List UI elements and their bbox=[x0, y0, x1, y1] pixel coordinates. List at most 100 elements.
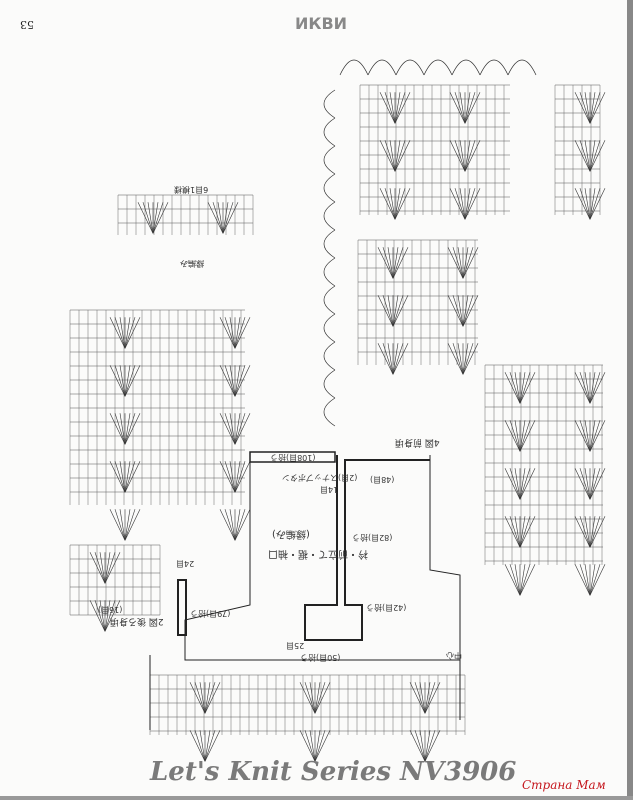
chart-top-right-fan-stitch bbox=[459, 188, 466, 220]
chart-edging-small-fan-stitch bbox=[152, 202, 164, 234]
chart-top-right-edge-fan-stitch bbox=[574, 92, 591, 124]
chart-right-fan-stitch bbox=[574, 372, 591, 404]
chart-top-right-edge-fan-stitch bbox=[584, 140, 591, 172]
chart-bottom-fan-stitch bbox=[194, 730, 206, 762]
chart-mid-right-fan-stitch bbox=[392, 343, 409, 375]
chart-top-right-edge-fan-stitch bbox=[589, 188, 601, 220]
chart-mid-right-fan-stitch bbox=[387, 343, 394, 375]
chart-left-lower-fan-stitch bbox=[94, 552, 106, 584]
label-79: (79目)拾う bbox=[190, 609, 231, 618]
chart-bottom-fan-stitch bbox=[424, 682, 436, 714]
header-watermark: ИКВИ bbox=[295, 14, 348, 33]
label-subtitle: (縁編み) bbox=[272, 528, 310, 539]
chart-top-right-fan-stitch bbox=[449, 140, 466, 172]
chart-top-right-edge-fan-stitch bbox=[574, 140, 591, 172]
chart-mid-right-fan-stitch bbox=[452, 295, 464, 327]
chart-top-right-edge-fan-stitch bbox=[589, 140, 601, 172]
chart-mid-right-fan-stitch bbox=[452, 247, 464, 279]
chart-right-fan-stitch bbox=[574, 420, 591, 452]
chart-right-fan-stitch bbox=[574, 516, 591, 548]
chart-right-fan-stitch bbox=[519, 420, 526, 452]
chart-mid-right-fan-stitch bbox=[392, 343, 404, 375]
chart-top-right-fan-stitch bbox=[454, 92, 466, 124]
chart-left-fan-stitch bbox=[119, 365, 126, 397]
chart-mid-right-fan-stitch bbox=[447, 343, 464, 375]
chart-mid-right-fan-stitch bbox=[387, 247, 394, 279]
chart-right-fan-stitch bbox=[519, 372, 536, 404]
chart-right-fan-stitch bbox=[574, 468, 591, 500]
chart-left-fan-stitch bbox=[119, 461, 126, 493]
picot-arch bbox=[367, 59, 397, 76]
chart-left-lower-fan-stitch bbox=[99, 552, 106, 584]
chart-left-fan-stitch bbox=[234, 509, 241, 541]
label-center: 中心 bbox=[446, 651, 462, 660]
chart-bottom-fan-stitch bbox=[314, 730, 321, 762]
picot-arch bbox=[423, 59, 453, 76]
chart-top-right-fan-stitch bbox=[449, 92, 466, 124]
label-24: 24目 bbox=[176, 559, 195, 568]
chart-bottom-fan-stitch bbox=[424, 682, 431, 714]
chart-bottom-fan-stitch bbox=[204, 730, 216, 762]
chart-left-fan-stitch bbox=[234, 365, 241, 397]
schematic-neck-band bbox=[249, 451, 336, 463]
schematic-cuff bbox=[177, 579, 187, 636]
chart-left-fan-stitch bbox=[119, 509, 126, 541]
chart-right-fan-stitch bbox=[589, 516, 601, 548]
chart-top-right-fan-stitch bbox=[459, 140, 466, 172]
chart-left-fan-stitch bbox=[229, 413, 236, 445]
chart-bottom-fan-stitch bbox=[314, 730, 331, 762]
chart-left-fan-stitch bbox=[114, 317, 126, 349]
chart-right-fan-stitch bbox=[519, 468, 531, 500]
chart-left-fan-stitch bbox=[114, 365, 126, 397]
chart-right-fan-stitch bbox=[584, 468, 591, 500]
chart-left-fan-stitch bbox=[124, 461, 136, 493]
chart-left-fan-stitch bbox=[124, 365, 136, 397]
page-number: 53 bbox=[20, 18, 34, 31]
chart-right-fan-stitch bbox=[589, 420, 601, 452]
chart-top-right-fan-stitch bbox=[464, 92, 476, 124]
chart-mid-right-fan-stitch bbox=[457, 247, 464, 279]
label-14: 14目 bbox=[320, 485, 339, 494]
page-bottom-edge bbox=[0, 796, 633, 800]
chart-bottom-fan-stitch bbox=[424, 730, 431, 762]
chart-left-lower-fan-stitch bbox=[89, 552, 106, 584]
label-48: (48目) bbox=[370, 475, 395, 484]
chart-edging-small-fan-stitch bbox=[207, 202, 224, 234]
chart-mid-right-fan-stitch bbox=[392, 247, 409, 279]
chart-bottom-fan-stitch bbox=[199, 682, 206, 714]
chart-left-fan-stitch bbox=[119, 317, 126, 349]
chart-mid-right-fan-stitch bbox=[462, 343, 474, 375]
chart-top-right-fan-stitch bbox=[464, 140, 471, 172]
chart-right-fan-stitch bbox=[514, 420, 521, 452]
chart-right-fan-stitch bbox=[514, 372, 521, 404]
picot-arch bbox=[451, 59, 481, 76]
chart-bottom-fan-stitch bbox=[314, 730, 326, 762]
chart-top-right-fan-stitch bbox=[389, 188, 396, 220]
chart-right-fan-stitch bbox=[514, 564, 521, 596]
chart-top-right-fan-stitch bbox=[464, 188, 476, 220]
chart-top-right-fan-stitch bbox=[394, 140, 406, 172]
chart-top-right-fan-stitch bbox=[454, 188, 466, 220]
chart-left-fan-stitch bbox=[109, 413, 126, 445]
chart-left-fan-stitch bbox=[124, 365, 141, 397]
chart-top-right-fan-stitch bbox=[464, 92, 471, 124]
chart-top-right-fan-stitch bbox=[394, 92, 401, 124]
chart-left-fan-stitch bbox=[224, 365, 236, 397]
chart-left-fan-stitch bbox=[229, 509, 236, 541]
chart-mid-right-fan-stitch bbox=[392, 295, 409, 327]
chart-top-right-fan-stitch bbox=[464, 188, 481, 220]
label-50: (50目)拾う bbox=[300, 653, 341, 662]
chart-top-right-fan-stitch bbox=[464, 188, 471, 220]
chart-bottom-fan-stitch bbox=[314, 682, 331, 714]
chart-mid-right-fan-stitch bbox=[382, 295, 394, 327]
chart-top-right-fan-stitch bbox=[394, 140, 401, 172]
chart-bottom-fan-stitch bbox=[194, 682, 206, 714]
chart-right-fan-stitch bbox=[519, 516, 531, 548]
chart-left-fan-stitch bbox=[224, 461, 236, 493]
picot-arch bbox=[323, 229, 336, 259]
chart-left-fan-stitch bbox=[124, 461, 141, 493]
chart-bottom-fan-stitch bbox=[304, 682, 316, 714]
chart-mid-right-fan-stitch bbox=[382, 247, 394, 279]
chart-right-fan-stitch bbox=[584, 372, 591, 404]
chart-top-right-fan-stitch bbox=[394, 188, 411, 220]
